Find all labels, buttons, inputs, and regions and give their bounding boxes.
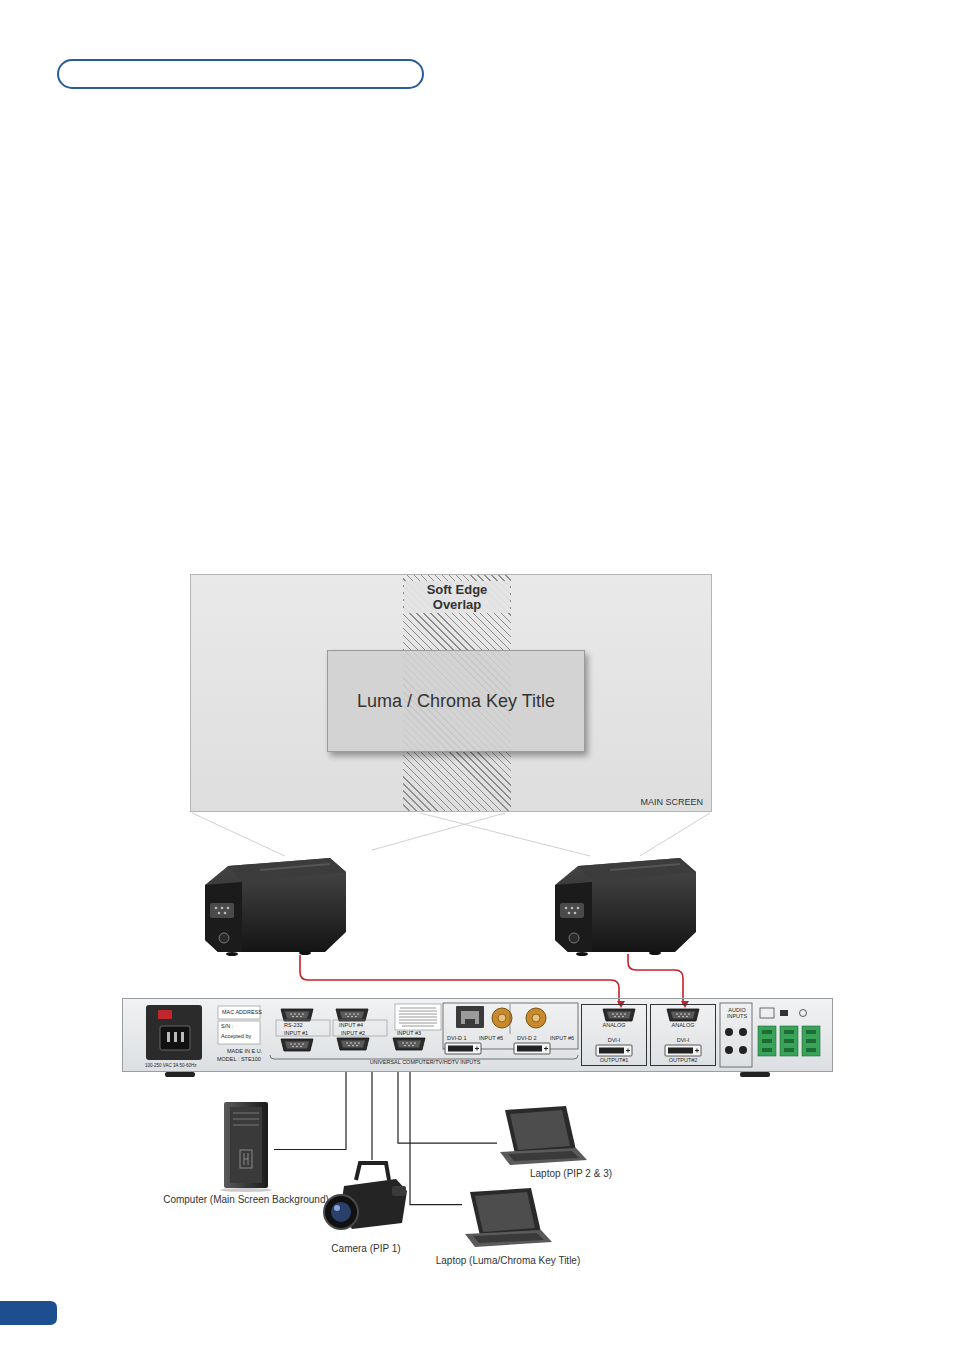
panel-label: INPUT #3 bbox=[397, 1031, 421, 1037]
node-text: OUTPUT#1 bbox=[582, 1058, 646, 1064]
node-label: Laptop (Luma/Chroma Key Title) bbox=[422, 1255, 594, 1267]
panel-label: MAC ADDRESS bbox=[222, 1010, 262, 1016]
panel-label: INPUT #1 bbox=[284, 1031, 308, 1037]
panel-label: AUDIO INPUTS bbox=[723, 1007, 751, 1019]
node-text: DVI-I bbox=[651, 1038, 715, 1044]
node-text: ANALOG bbox=[651, 1023, 715, 1029]
title-box: Luma / Chroma Key Title bbox=[327, 650, 585, 752]
node-label: UNIVERSAL COMPUTER/TV/HDTV INPUTS bbox=[270, 1060, 580, 1066]
signal-cable bbox=[410, 1072, 462, 1205]
node-label: Laptop (PIP 2 & 3) bbox=[525, 1168, 617, 1180]
node-text: OUTPUT#2 bbox=[651, 1058, 715, 1064]
node-text: ANALOG bbox=[582, 1023, 646, 1029]
signal-cable bbox=[371, 1072, 372, 1160]
signal-cable bbox=[398, 1072, 497, 1143]
node-label: Computer (Main Screen Background) bbox=[156, 1194, 336, 1206]
camera-source: Camera (PIP 1) bbox=[322, 1160, 410, 1232]
panel-label: 100-250 VAC 3A 50-60Hz bbox=[145, 1064, 196, 1069]
node-label: MAIN SCREEN bbox=[640, 797, 703, 807]
node-text: DVI-I bbox=[582, 1038, 646, 1044]
panel-label: S/N : bbox=[221, 1024, 233, 1030]
main-screen: MAIN SCREEN Soft Edge OverlapLuma / Chrom… bbox=[190, 574, 712, 812]
panel-label: MADE IN E.U. bbox=[227, 1049, 262, 1055]
panel-label: INPUT #2 bbox=[341, 1031, 365, 1037]
output-section: ANALOG DVI-I OUTPUT#2 bbox=[650, 1004, 716, 1066]
panel-label: INPUT #4 bbox=[339, 1023, 363, 1029]
computer-source: Computer (Main Screen Background) bbox=[218, 1100, 274, 1190]
panel-label: MODEL : STE100 bbox=[217, 1057, 261, 1063]
panel-label: INPUT #6 bbox=[550, 1036, 574, 1042]
node-label: Luma / Chroma Key Title bbox=[328, 691, 584, 712]
panel-label: DVI-D 2 bbox=[517, 1036, 537, 1042]
signal-cable bbox=[274, 1072, 346, 1150]
laptop-source: Laptop (Luma/Chroma Key Title) bbox=[462, 1186, 553, 1248]
node-label: Camera (PIP 1) bbox=[306, 1243, 426, 1255]
panel-label: RS-232 bbox=[284, 1023, 303, 1029]
panel-label: Accepted by bbox=[221, 1034, 251, 1040]
output-section: ANALOG DVI-I OUTPUT#1 bbox=[581, 1004, 647, 1066]
panel-label: DVI-D 1 bbox=[447, 1036, 467, 1042]
laptop-source: Laptop (PIP 2 & 3) bbox=[497, 1104, 588, 1166]
node-label: Soft Edge Overlap bbox=[404, 581, 510, 613]
panel-label: INPUT #5 bbox=[479, 1036, 503, 1042]
